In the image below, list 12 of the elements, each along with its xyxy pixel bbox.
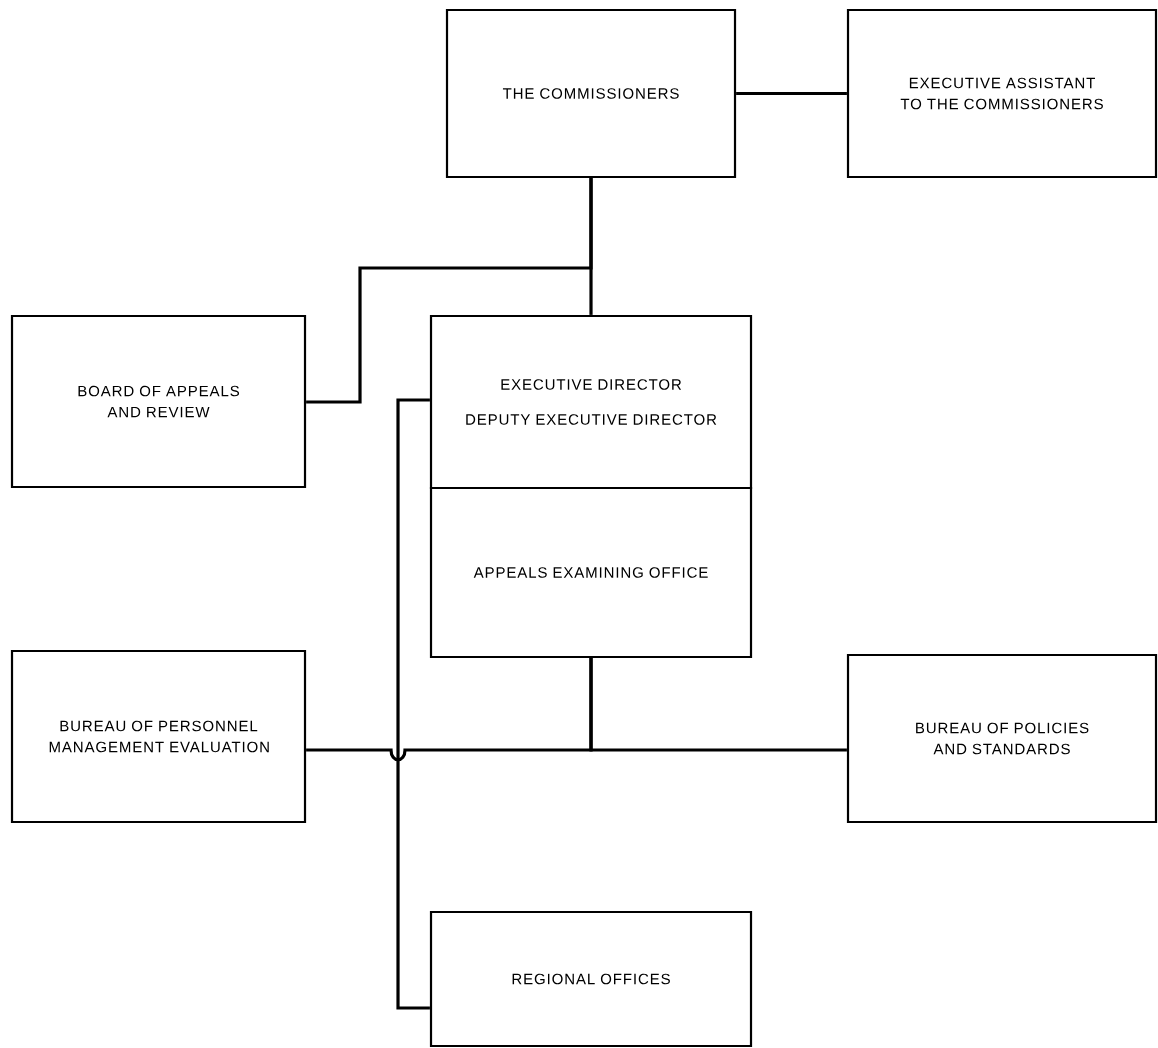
org-box: EXECUTIVE ASSISTANT TO THE COMMISSIONERS: [846, 8, 1158, 179]
org-box: THE COMMISSIONERS: [445, 8, 737, 179]
org-box: REGIONAL OFFICES: [429, 910, 753, 1048]
connector-line: [396, 398, 430, 1010]
org-box: BOARD OF APPEALS AND REVIEW: [10, 314, 307, 489]
org-box: BUREAU OF POLICIES AND STANDARDS: [846, 653, 1158, 824]
org-box: APPEALS EXAMINING OFFICE: [429, 486, 753, 659]
connector-line: [736, 91, 847, 96]
org-box: EXECUTIVE DIRECTOR DEPUTY EXECUTIVE DIRECTOR: [429, 314, 753, 490]
connector-line: [306, 178, 593, 404]
connector-line: [306, 658, 593, 762]
org-box: BUREAU OF PERSONNEL MANAGEMENT EVALUATION: [10, 649, 307, 824]
